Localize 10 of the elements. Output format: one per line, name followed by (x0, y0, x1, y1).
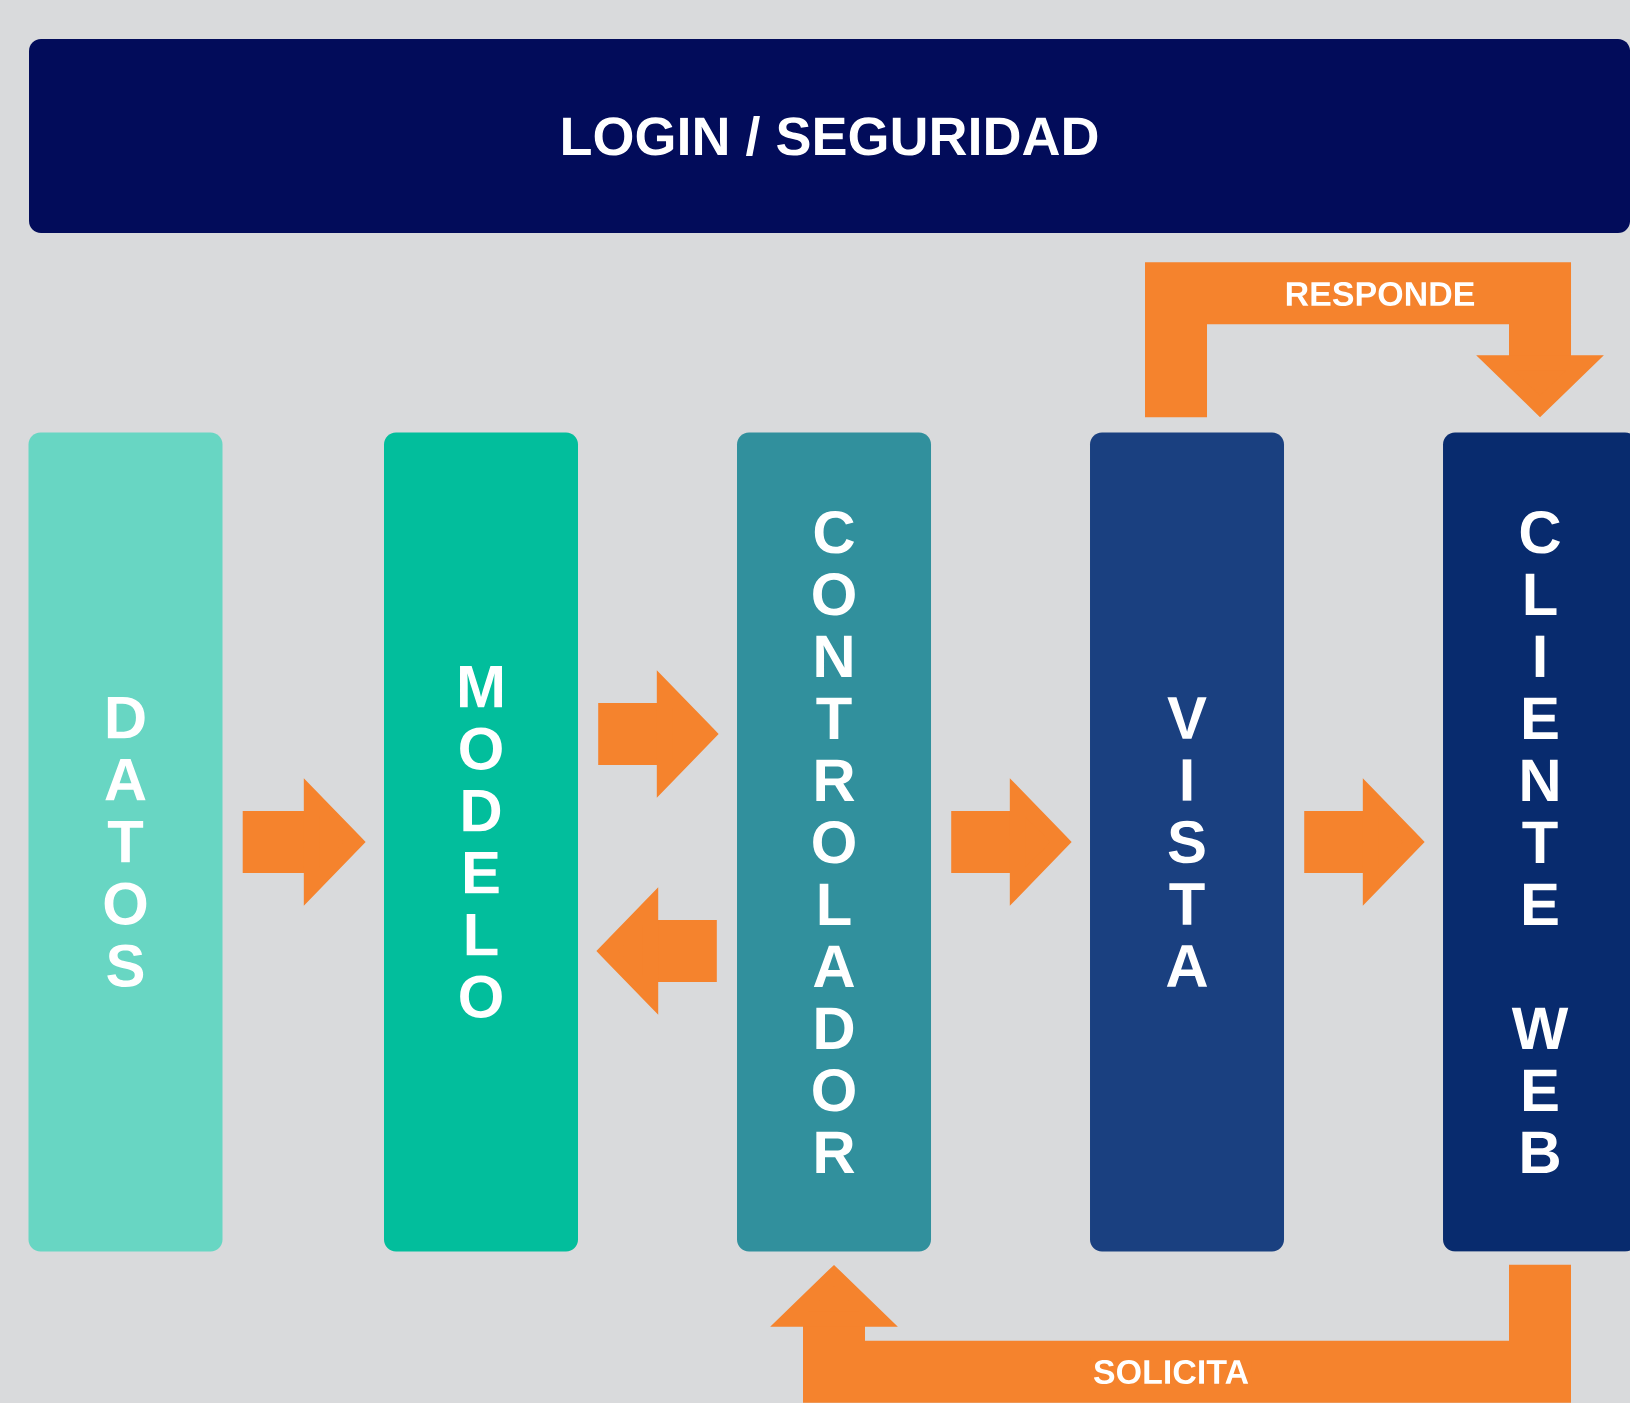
layer-column: DATOS (28, 432, 223, 1252)
block-arrow (1145, 262, 1604, 418)
layer-column: MODELO (384, 432, 578, 1252)
layer-column: CLIENTE WEB (1443, 432, 1630, 1252)
title-banner: LOGIN / SEGURIDAD (29, 39, 1630, 233)
block-arrow (770, 1264, 1571, 1403)
layer-column: CONTROLADOR (737, 432, 931, 1252)
edge-label: RESPONDE (1282, 279, 1478, 309)
edge-label: SOLICITA (1090, 1358, 1252, 1387)
layer-column: VISTA (1090, 432, 1284, 1252)
